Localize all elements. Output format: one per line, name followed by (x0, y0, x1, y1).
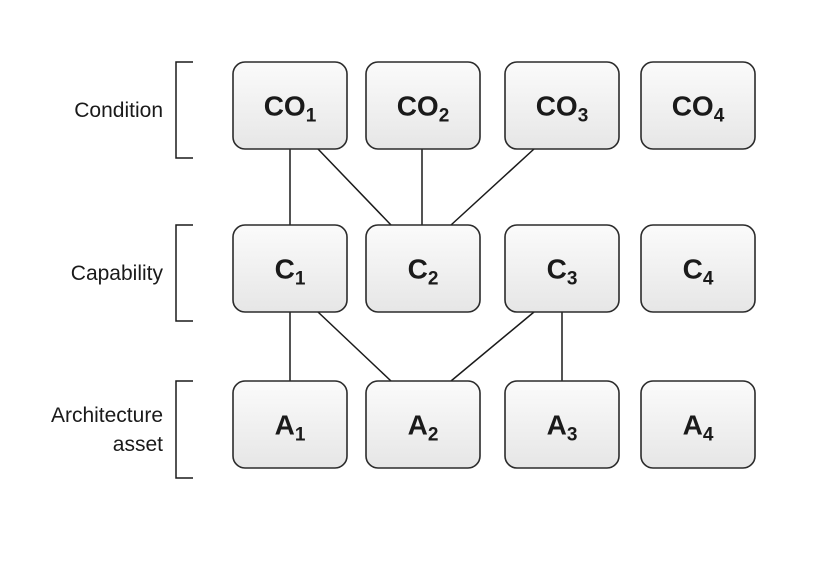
node-label-base: CO (264, 91, 306, 122)
node-a3: A3 (504, 380, 620, 469)
node-label-base: C (547, 254, 567, 285)
node-label-base: CO (536, 91, 578, 122)
node-label: A4 (683, 410, 714, 446)
node-label: CO3 (536, 91, 589, 127)
node-label: C3 (547, 254, 578, 290)
node-label-subscript: 3 (578, 106, 589, 127)
node-label-subscript: 3 (567, 269, 578, 290)
node-box (640, 380, 756, 469)
node-label-base: CO (672, 91, 714, 122)
node-label: C4 (683, 254, 714, 290)
node-box (640, 61, 756, 150)
node-c2: C2 (365, 224, 481, 313)
node-label-subscript: 4 (703, 425, 714, 446)
node-label-subscript: 2 (439, 106, 450, 127)
node-label-base: A (547, 410, 567, 441)
layer-label-line: asset (113, 433, 163, 456)
node-label-subscript: 1 (295, 425, 306, 446)
node-a4: A4 (640, 380, 756, 469)
link-co1-c2 (317, 148, 392, 226)
node-a1: A1 (232, 380, 348, 469)
node-box (232, 224, 348, 313)
link-co3-c2 (450, 148, 535, 226)
node-co1: CO1 (232, 61, 348, 150)
node-label: CO4 (672, 91, 725, 127)
node-box (232, 61, 348, 150)
layer-label-line: Capability (71, 262, 164, 285)
node-label: A1 (275, 410, 306, 446)
layer-label-condition: Condition (74, 99, 163, 122)
node-label-base: A (683, 410, 703, 441)
node-label: A3 (547, 410, 578, 446)
node-label: C1 (275, 254, 306, 290)
node-c1: C1 (232, 224, 348, 313)
node-box (365, 224, 481, 313)
node-box (365, 61, 481, 150)
link-c3-a2 (450, 311, 535, 382)
bracket-architecture-asset (175, 380, 193, 479)
bracket-capability (175, 224, 193, 322)
node-label-base: A (408, 410, 428, 441)
node-label: A2 (408, 410, 439, 446)
node-c4: C4 (640, 224, 756, 313)
node-box (504, 224, 620, 313)
node-label-subscript: 2 (428, 425, 439, 446)
node-co3: CO3 (504, 61, 620, 150)
node-box (232, 380, 348, 469)
node-box (365, 380, 481, 469)
node-label: CO2 (397, 91, 450, 127)
node-label-subscript: 4 (714, 106, 725, 127)
layer-label-architecture-asset: Architecture asset (51, 404, 163, 456)
node-co4: CO4 (640, 61, 756, 150)
layer-label-line: Architecture (51, 404, 163, 427)
node-box (504, 380, 620, 469)
layer-label-line: Condition (74, 99, 163, 122)
node-label: C2 (408, 254, 439, 290)
node-label: CO1 (264, 91, 317, 127)
node-label-base: CO (397, 91, 439, 122)
brackets-layer (175, 61, 193, 479)
node-co2: CO2 (365, 61, 481, 150)
node-a2: A2 (365, 380, 481, 469)
node-label-base: A (275, 410, 295, 441)
layer-label-capability: Capability (71, 262, 164, 285)
link-c1-a2 (317, 311, 392, 382)
node-label-subscript: 4 (703, 269, 714, 290)
node-label-subscript: 1 (295, 269, 306, 290)
node-label-base: C (275, 254, 295, 285)
bracket-condition (175, 61, 193, 159)
links-layer (289, 148, 563, 382)
node-label-subscript: 2 (428, 269, 439, 290)
node-label-subscript: 3 (567, 425, 578, 446)
node-c3: C3 (504, 224, 620, 313)
node-label-base: C (408, 254, 428, 285)
node-label-base: C (683, 254, 703, 285)
node-label-subscript: 1 (306, 106, 317, 127)
node-box (640, 224, 756, 313)
node-box (504, 61, 620, 150)
